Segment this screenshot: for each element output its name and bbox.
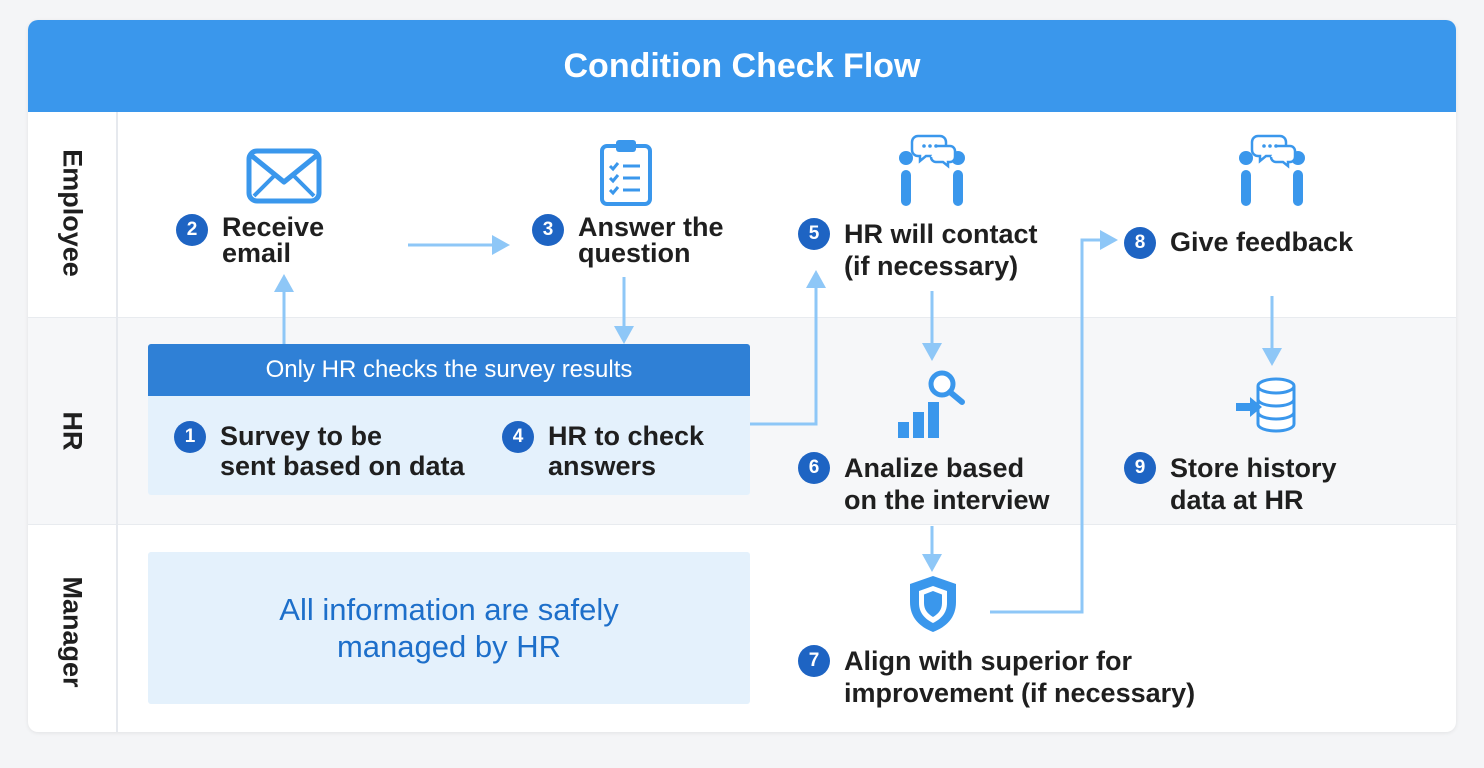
step-label: Align with superior for improvement (if …: [844, 646, 1196, 708]
manager-note-box: All information are safely managed by HR: [148, 552, 750, 704]
arrowhead-5-to-6: [922, 343, 942, 361]
step-8: 8 Give feedback: [1124, 227, 1353, 259]
step-badge: 3: [532, 214, 564, 246]
step-9: 9 Store history data at HR: [1124, 452, 1337, 516]
step-3: 3 Answer the question: [532, 212, 724, 268]
step-badge: 9: [1124, 452, 1156, 484]
step-label: Store history data at HR: [1170, 453, 1337, 515]
step-badge: 4: [502, 421, 534, 453]
step-1: 1 Survey to be sent based on data: [174, 421, 465, 481]
step-badge: 7: [798, 645, 830, 677]
page-title: Condition Check Flow: [28, 20, 1456, 112]
people-talk-icon: [1239, 134, 1305, 206]
database-import-icon: [1236, 377, 1296, 433]
envelope-icon: [246, 148, 322, 204]
step-label: Answer the question: [578, 212, 724, 268]
step-4: 4 HR to check answers: [502, 421, 704, 481]
step-label: Survey to be sent based on data: [220, 421, 465, 481]
step-7: 7 Align with superior for improvement (i…: [798, 645, 1195, 709]
shield-icon: [910, 576, 956, 632]
step-badge: 1: [174, 421, 206, 453]
step-label: HR to check answers: [548, 421, 705, 481]
arrowhead-1-to-2: [274, 274, 294, 292]
step-badge: 5: [798, 218, 830, 250]
arrow-4-to-5: [750, 286, 818, 426]
step-label: HR will contact (if necessary): [844, 219, 1038, 281]
step-label: Analize based on the interview: [844, 453, 1050, 515]
hr-results-box: Only HR checks the survey results: [148, 344, 750, 495]
clipboard-icon: [600, 140, 652, 206]
step-label: Give feedback: [1170, 227, 1354, 257]
step-badge: 8: [1124, 227, 1156, 259]
step-6: 6 Analize based on the interview: [798, 452, 1050, 516]
step-badge: 2: [176, 214, 208, 246]
step-2: 2 Receive email: [176, 212, 325, 268]
step-label: Receive email: [222, 212, 325, 268]
people-talk-icon: [899, 134, 965, 206]
manager-note: All information are safely managed by HR: [279, 592, 619, 664]
arrowhead-8-to-9: [1262, 348, 1282, 366]
step-5: 5 HR will contact (if necessary): [798, 218, 1038, 282]
hr-box-title: Only HR checks the survey results: [148, 344, 750, 396]
arrowhead-3-to-4: [614, 326, 634, 344]
lane-divider: [116, 112, 118, 732]
analytics-search-icon: [898, 370, 965, 438]
arrowhead-4-to-5: [806, 270, 826, 288]
step-badge: 6: [798, 452, 830, 484]
arrowhead-2-to-3: [492, 235, 510, 255]
arrowhead-6-to-7: [922, 554, 942, 572]
arrow-7-to-8: [990, 238, 1102, 614]
arrowhead-7-to-8: [1100, 230, 1118, 250]
